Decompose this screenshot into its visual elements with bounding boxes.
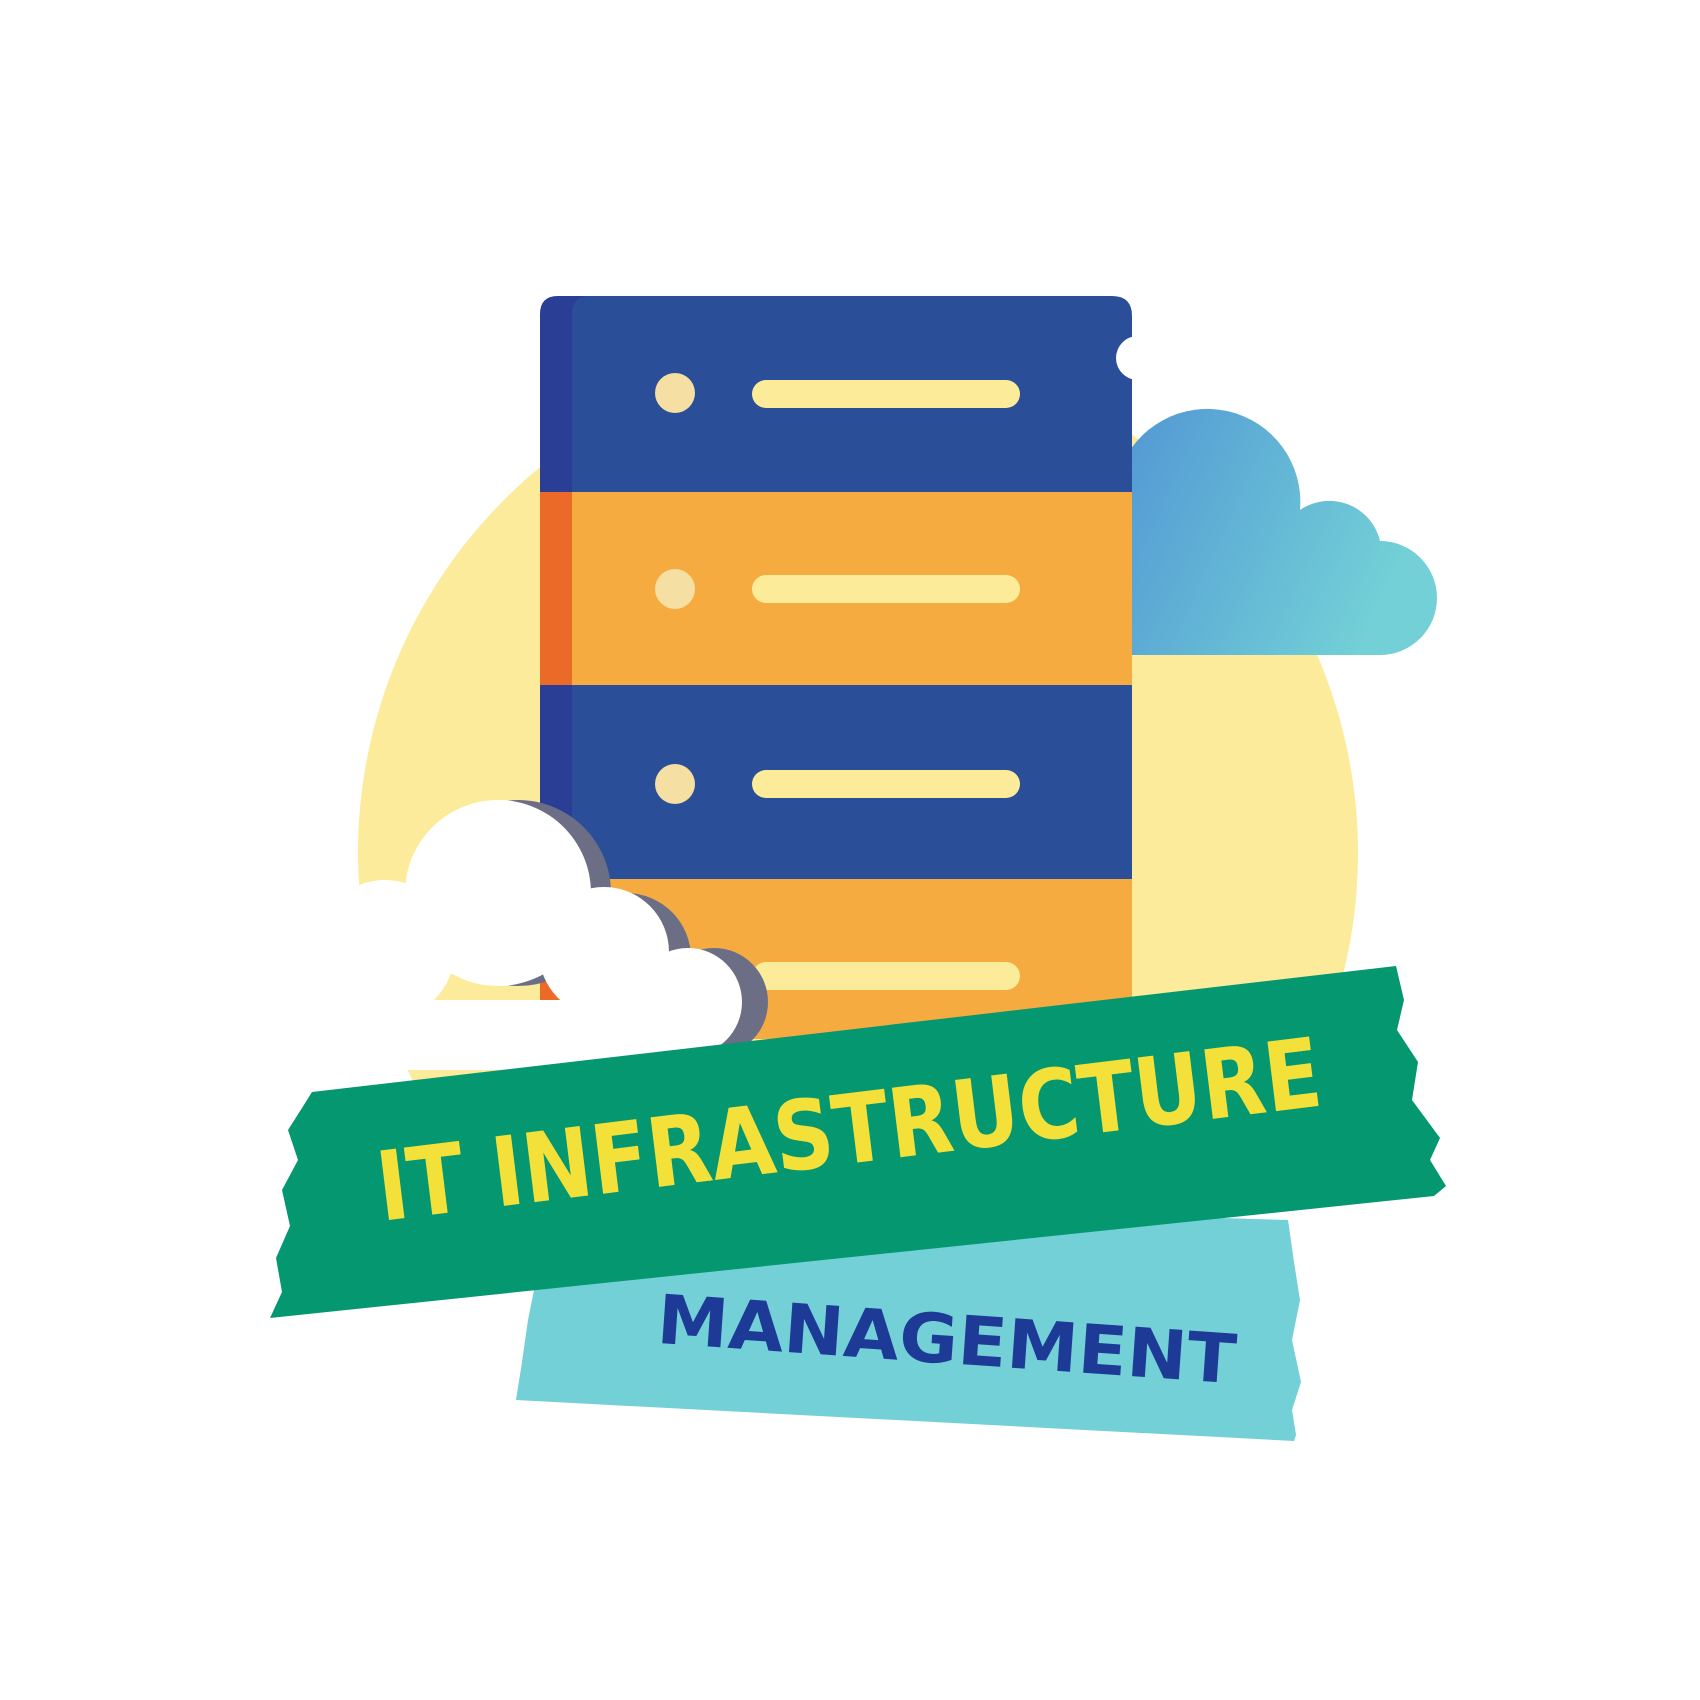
green-tape [270,966,1446,1318]
indicator-dot [655,764,695,804]
indicator-dot [655,373,695,413]
indicator-bar [752,962,1020,990]
indicator-dot [655,569,695,609]
white-cloud-icon [315,800,768,1070]
indicator-bar [752,380,1020,408]
indicator-bar [752,575,1020,603]
indicator-bar [752,770,1020,798]
blue-cloud-icon [1060,408,1437,655]
